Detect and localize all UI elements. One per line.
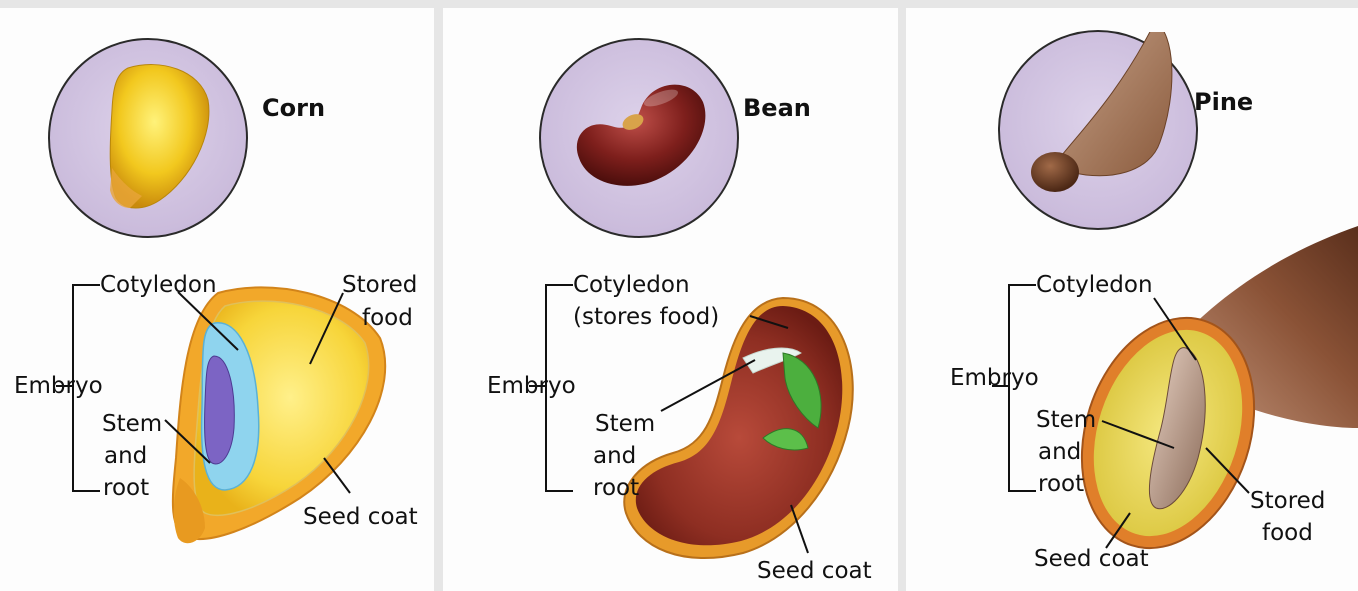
corn-cotyledon-label: Cotyledon (100, 270, 217, 301)
pine-cotyledon-label: Cotyledon (1036, 270, 1153, 301)
bean-and-label: and (593, 441, 636, 472)
corn-seed-coat-label: Seed coat (303, 502, 418, 533)
bean-seed-coat-label: Seed coat (757, 556, 872, 587)
pine-root-label: root (1038, 469, 1084, 500)
corn-stem-label: Stem (102, 409, 162, 440)
pine-embryo-label: Embryo (950, 363, 1039, 394)
bean-cotyledon-label-2: (stores food) (573, 302, 719, 333)
corn-and-label: and (104, 441, 147, 472)
corn-root-label: root (103, 473, 149, 504)
bean-cotyledon-label-1: Cotyledon (573, 270, 690, 301)
corn-embryo-label: Embryo (14, 371, 103, 402)
corn-stored-food-label-2: food (362, 303, 413, 334)
bean-stem-label: Stem (595, 409, 655, 440)
pine-and-label: and (1038, 437, 1081, 468)
pine-stored-food-label-1: Stored (1250, 486, 1325, 517)
bean-root-label: root (593, 473, 639, 504)
pine-stored-food-label-2: food (1262, 518, 1313, 549)
pine-seed-coat-label: Seed coat (1034, 544, 1149, 575)
pine-panel: Pine (906, 8, 1358, 591)
corn-panel: Corn Cotyledon Stored food Embryo Stem a… (0, 8, 434, 591)
corn-stored-food-label-1: Stored (342, 270, 417, 301)
bean-embryo-label: Embryo (487, 371, 576, 402)
bean-panel: Bean Cotyledon (stores food) Embryo Stem… (443, 8, 898, 591)
pine-stem-label: Stem (1036, 405, 1096, 436)
